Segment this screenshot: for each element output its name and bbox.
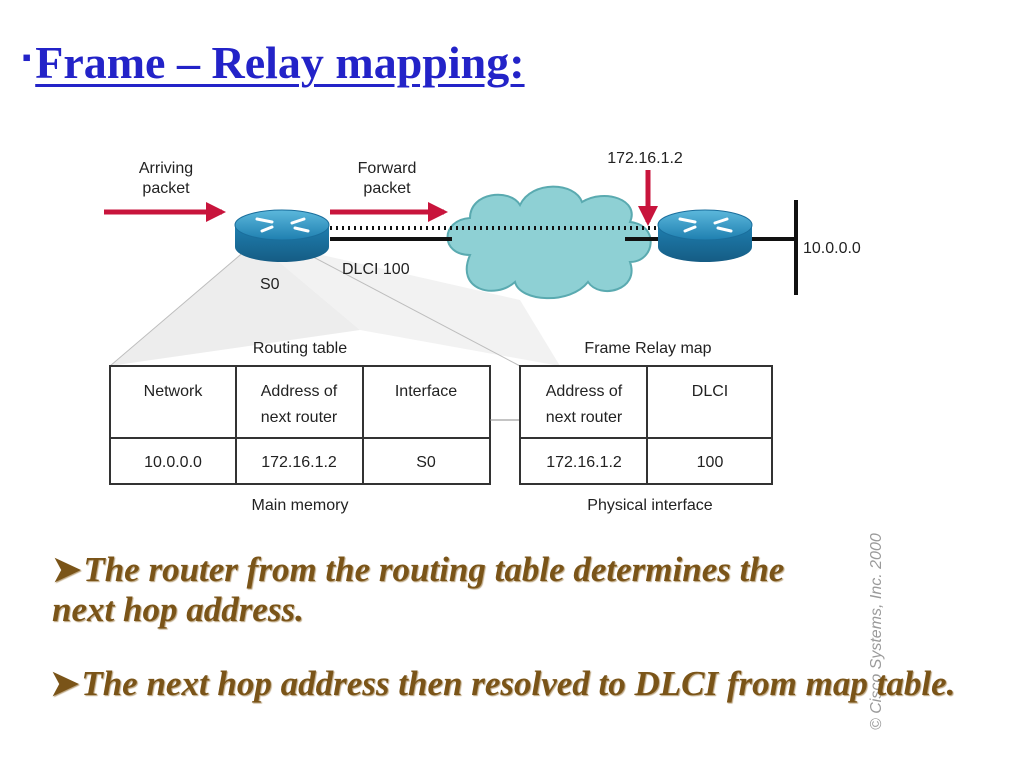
- router-left-icon: [234, 209, 330, 262]
- frame-relay-map-cell-dlci: 100: [697, 454, 724, 471]
- bullet-text-1: The router from the routing table determ…: [52, 550, 785, 629]
- next-hop-ip-label: 172.16.1.2: [607, 150, 683, 167]
- routing-table-cell-address: 172.16.1.2: [261, 454, 337, 471]
- router-right-icon: [657, 209, 753, 262]
- arrow-bullet-icon: ➤: [52, 550, 82, 589]
- dlci-label: DLCI 100: [342, 261, 410, 278]
- bullet-text-2: The next hop address then resolved to DL…: [81, 664, 956, 703]
- frame-relay-cloud: [446, 185, 652, 300]
- routing-table-header-interface: Interface: [395, 383, 457, 400]
- interface-label: S0: [260, 276, 280, 293]
- frame-relay-map-caption: Frame Relay map: [584, 340, 711, 357]
- slide-title: ▪Frame – Relay mapping:: [22, 30, 525, 91]
- routing-table-header-address-line1: Address of: [261, 383, 338, 400]
- routing-table-caption: Routing table: [253, 340, 347, 357]
- frame-relay-map-cell-address: 172.16.1.2: [546, 454, 622, 471]
- routing-table-cell-network: 10.0.0.0: [144, 454, 202, 471]
- network-label: 10.0.0.0: [803, 240, 861, 257]
- routing-table-footer: Main memory: [252, 497, 349, 514]
- routing-table: Routing table Network Address of next ro…: [109, 340, 491, 514]
- slide-title-text: Frame – Relay mapping:: [35, 37, 525, 88]
- bullet-item-2: ➤The next hop address then resolved to D…: [50, 664, 1000, 704]
- bullet-item-1: ➤The router from the routing table deter…: [52, 550, 812, 630]
- frame-relay-map-table: Frame Relay map Address of next router D…: [519, 340, 773, 514]
- frame-relay-map-footer: Physical interface: [587, 497, 712, 514]
- projection-shading: [109, 249, 560, 367]
- arriving-packet-label-line2: packet: [142, 180, 190, 197]
- routing-table-cell-interface: S0: [416, 454, 436, 471]
- frame-relay-map-header-address-line1: Address of: [546, 383, 623, 400]
- forward-packet-label-line2: packet: [363, 180, 411, 197]
- arrow-bullet-icon: ➤: [50, 664, 80, 703]
- frame-relay-map-header-address-line2: next router: [546, 409, 623, 426]
- square-bullet-icon: ▪: [22, 43, 32, 72]
- routing-table-header-address-line2: next router: [261, 409, 338, 426]
- frame-relay-map-header-dlci: DLCI: [692, 383, 728, 400]
- arriving-packet-label-line1: Arriving: [139, 160, 193, 177]
- routing-table-header-network: Network: [144, 383, 204, 400]
- forward-packet-label-line1: Forward: [358, 160, 417, 177]
